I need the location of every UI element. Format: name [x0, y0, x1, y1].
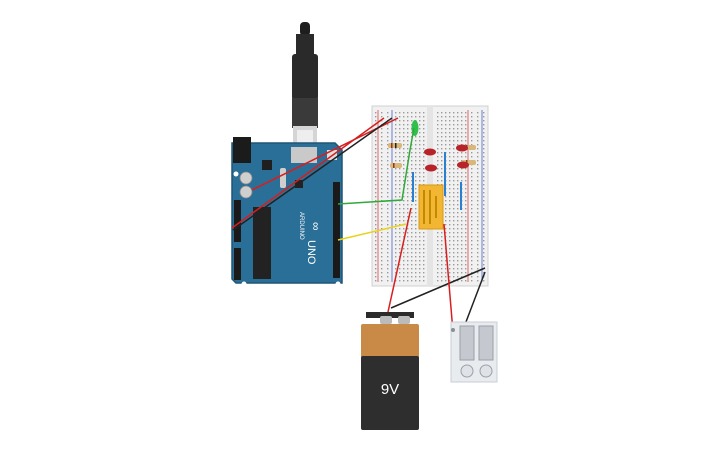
arduino-model-label: UNO [305, 240, 317, 265]
wire-yellow [337, 223, 407, 241]
resistor [390, 163, 402, 168]
resistor [388, 143, 402, 148]
blue-jumper [460, 182, 462, 210]
led [424, 148, 436, 156]
atmega-chip [253, 207, 271, 279]
arduino-uno-board: ∞ ARDUINO UNO [231, 137, 343, 287]
blue-jumper [412, 172, 414, 202]
usb-socket [291, 147, 317, 163]
screw-icon [479, 364, 493, 378]
digital-header [333, 182, 340, 278]
usb-cable [292, 22, 318, 156]
screw-icon [460, 364, 474, 378]
wires [231, 117, 486, 357]
arduino-infinity-logo: ∞ [309, 222, 323, 231]
terminal-block [450, 321, 498, 383]
power-header [234, 200, 241, 242]
power-jack [233, 137, 251, 163]
battery-9v: 9V [361, 312, 419, 430]
battery-label: 9V [381, 381, 399, 398]
blue-jumper [444, 152, 446, 196]
led [457, 161, 469, 169]
wire-black [232, 117, 393, 231]
relay-module [418, 184, 444, 230]
wire-green [337, 127, 415, 205]
led [425, 164, 437, 172]
arduino-brand-label: ARDUINO [298, 212, 304, 240]
wire-red [387, 207, 412, 313]
wire-black [390, 267, 486, 309]
led [456, 144, 468, 152]
analog-header [234, 248, 241, 280]
wire-red [231, 117, 385, 229]
